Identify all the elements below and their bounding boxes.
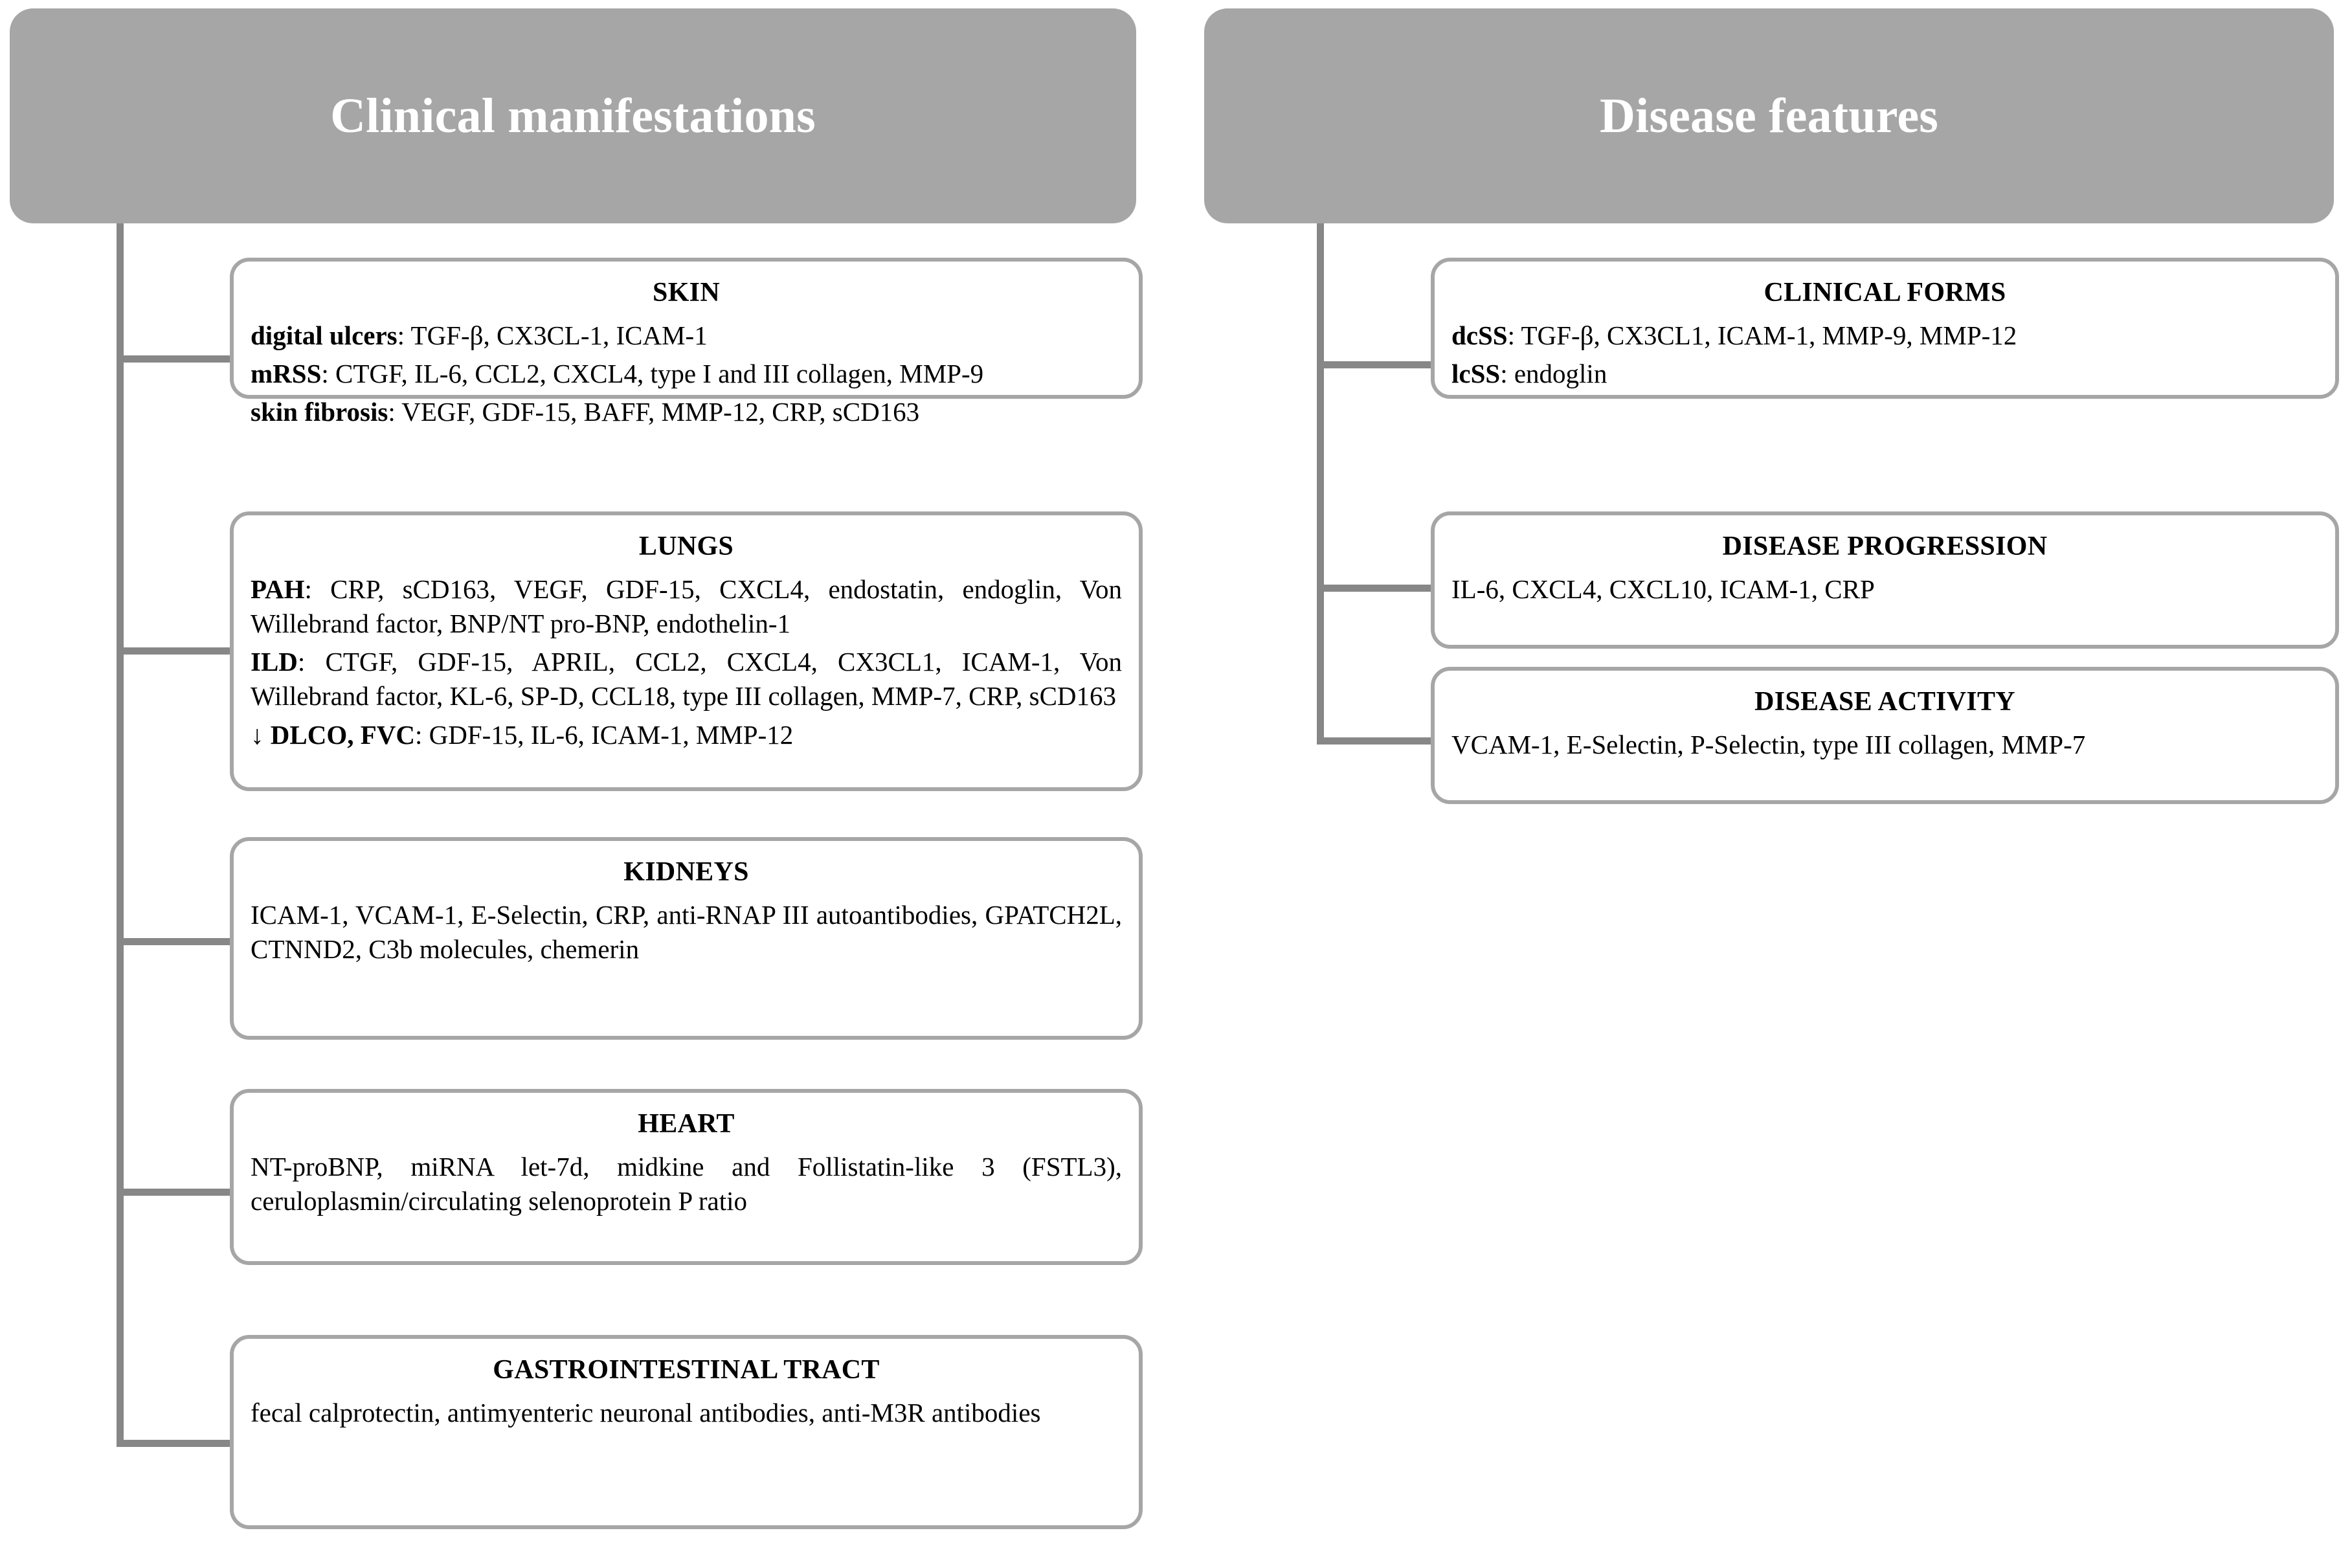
node-line-git-0: fecal calprotectin, antimyenteric neuron… xyxy=(251,1396,1122,1430)
node-title-clinical-forms: CLINICAL FORMS xyxy=(1764,278,2006,308)
right-branch-clinical-forms xyxy=(1317,361,1433,368)
node-label-lungs-0: PAH xyxy=(251,574,305,604)
node-text-skin-2: : VEGF, GDF-15, BAFF, MMP-12, CRP, sCD16… xyxy=(388,397,920,427)
node-line-disease-progression-0: IL-6, CXCL4, CXCL10, ICAM-1, CRP xyxy=(1451,572,2318,607)
node-box-skin: SKIN digital ulcers: TGF-β, CX3CL-1, ICA… xyxy=(230,258,1143,427)
node-title-skin: SKIN xyxy=(653,278,720,308)
node-title-kidneys: KIDNEYS xyxy=(623,857,749,887)
left-branch-kidneys xyxy=(117,938,233,945)
node-title-heart: HEART xyxy=(638,1109,735,1139)
node-label-clinical-forms-1: lcSS xyxy=(1451,358,1501,388)
node-line-lungs-1: ILD: CTGF, GDF-15, APRIL, CCL2, CXCL4, C… xyxy=(251,645,1122,714)
node-box-disease-activity: DISEASE ACTIVITY VCAM-1, E-Selectin, P-S… xyxy=(1431,667,2339,804)
node-label-skin-1: mRSS xyxy=(251,358,322,388)
node-box-clinical-forms: CLINICAL FORMS dcSS: TGF-β, CX3CL1, ICAM… xyxy=(1431,258,2339,399)
node-label-clinical-forms-0: dcSS xyxy=(1451,320,1508,350)
node-text-skin-1: : CTGF, IL-6, CCL2, CXCL4, type I and II… xyxy=(321,358,984,388)
node-label-skin-0: digital ulcers xyxy=(251,320,398,350)
right-branch-progression xyxy=(1317,585,1433,592)
node-text-lungs-2: : GDF-15, IL-6, ICAM-1, MMP-12 xyxy=(414,719,794,750)
clinical-manifestations-column: Clinical manifestations SKIN digital ulc… xyxy=(0,0,1165,1568)
node-title-disease-activity: DISEASE ACTIVITY xyxy=(1754,687,2015,717)
node-line-kidneys-0: ICAM-1, VCAM-1, E-Selectin, CRP, anti-RN… xyxy=(251,898,1122,967)
node-text-git-0: fecal calprotectin, antimyenteric neuron… xyxy=(251,1397,1041,1428)
left-branch-git xyxy=(117,1440,233,1447)
right-branch-activity xyxy=(1317,737,1433,745)
node-text-clinical-forms-1: : endoglin xyxy=(1500,358,1607,388)
node-text-lungs-1: : CTGF, GDF-15, APRIL, CCL2, CXCL4, CX3C… xyxy=(251,647,1122,711)
node-text-disease-activity-0: VCAM-1, E-Selectin, P-Selectin, type III… xyxy=(1451,729,2086,759)
node-box-heart: HEART NT-proBNP, miRNA let-7d, midkine a… xyxy=(230,1089,1143,1265)
left-trunk-line xyxy=(117,223,124,1447)
node-line-lungs-0: PAH: CRP, sCD163, VEGF, GDF-15, CXCL4, e… xyxy=(251,572,1122,642)
node-title-git: GASTROINTESTINAL TRACT xyxy=(493,1355,880,1385)
node-line-clinical-forms-1: lcSS: endoglin xyxy=(1451,357,2318,391)
left-branch-heart xyxy=(117,1189,233,1196)
node-text-skin-0: : TGF-β, CX3CL-1, ICAM-1 xyxy=(397,320,708,350)
node-text-clinical-forms-0: : TGF-β, CX3CL1, ICAM-1, MMP-9, MMP-12 xyxy=(1507,320,2017,350)
node-box-kidneys: KIDNEYS ICAM-1, VCAM-1, E-Selectin, CRP,… xyxy=(230,837,1143,1040)
node-line-skin-2: skin fibrosis: VEGF, GDF-15, BAFF, MMP-1… xyxy=(251,395,1122,429)
node-text-disease-progression-0: IL-6, CXCL4, CXCL10, ICAM-1, CRP xyxy=(1451,574,1875,604)
disease-features-header: Disease features xyxy=(1204,8,2334,223)
right-trunk-line xyxy=(1317,223,1324,745)
node-text-heart-0: NT-proBNP, miRNA let-7d, midkine and Fol… xyxy=(251,1151,1122,1216)
node-line-disease-activity-0: VCAM-1, E-Selectin, P-Selectin, type III… xyxy=(1451,728,2318,762)
node-title-lungs: LUNGS xyxy=(638,532,734,561)
node-text-lungs-0: : CRP, sCD163, VEGF, GDF-15, CXCL4, endo… xyxy=(251,574,1122,638)
node-box-gastrointestinal-tract: GASTROINTESTINAL TRACT fecal calprotecti… xyxy=(230,1335,1143,1529)
clinical-manifestations-header: Clinical manifestations xyxy=(10,8,1136,223)
node-text-kidneys-0: ICAM-1, VCAM-1, E-Selectin, CRP, anti-RN… xyxy=(251,899,1122,964)
node-box-disease-progression: DISEASE PROGRESSION IL-6, CXCL4, CXCL10,… xyxy=(1431,511,2339,649)
left-branch-skin xyxy=(117,355,233,363)
node-line-heart-0: NT-proBNP, miRNA let-7d, midkine and Fol… xyxy=(251,1150,1122,1219)
node-label-lungs-1: ILD xyxy=(251,647,298,677)
node-line-skin-0: digital ulcers: TGF-β, CX3CL-1, ICAM-1 xyxy=(251,319,1122,353)
node-box-lungs: LUNGS PAH: CRP, sCD163, VEGF, GDF-15, CX… xyxy=(230,511,1143,791)
node-line-skin-1: mRSS: CTGF, IL-6, CCL2, CXCL4, type I an… xyxy=(251,357,1122,391)
node-line-clinical-forms-0: dcSS: TGF-β, CX3CL1, ICAM-1, MMP-9, MMP-… xyxy=(1451,319,2318,353)
node-title-disease-progression: DISEASE PROGRESSION xyxy=(1722,532,2048,561)
node-label-lungs-2: ↓ DLCO, FVC xyxy=(251,719,415,750)
node-line-lungs-2: ↓ DLCO, FVC: GDF-15, IL-6, ICAM-1, MMP-1… xyxy=(251,718,1122,752)
disease-features-column: Disease features CLINICAL FORMS dcSS: TG… xyxy=(1204,0,2352,1568)
node-label-skin-2: skin fibrosis xyxy=(251,397,388,427)
left-branch-lungs xyxy=(117,647,233,655)
